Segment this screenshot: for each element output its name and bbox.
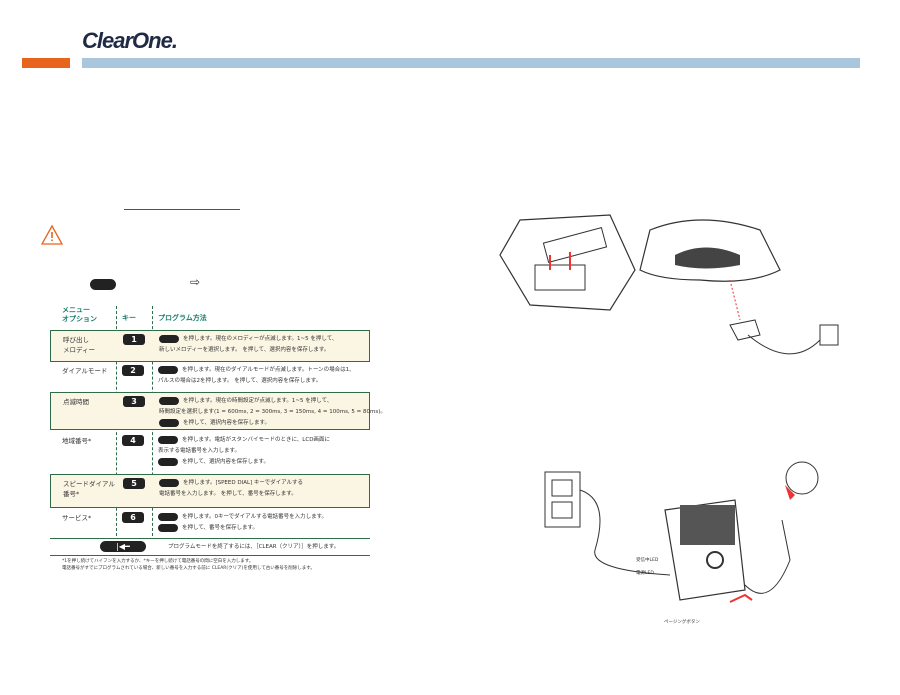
footnote: *1を押し続けてハイフンを入力するか、*キーを押し続けて電話番号の間に空白を入力… — [62, 559, 254, 564]
row-text: 電話番号を入力します。 を押して、番号を保存します。 — [159, 491, 297, 497]
row-text: を押します。0キーでダイアルする電話番号を入力します。 — [182, 514, 328, 520]
row-option: 点滅時間 — [63, 398, 89, 406]
key-button: 6 — [122, 512, 144, 523]
power-led-label: 電源LED — [636, 571, 654, 576]
table-row: スピードダイアル 番号* 5 を押します。[SPEED DIAL] キーでダイア… — [50, 474, 370, 508]
table-row: 点滅時間 3 を押します。現在の時間設定が点滅します。1~5 を押して、時間設定… — [50, 392, 386, 430]
row-text: を押します。現在の時間設定が点滅します。1~5 を押して、 — [183, 398, 333, 404]
program-key-icon — [158, 457, 178, 466]
row-text: 時間設定を選択します(1 = 600ms, 2 = 300ms, 3 = 150… — [159, 409, 386, 415]
row-text: を押して、選択内容を保存します。 — [183, 420, 271, 426]
key-button: 5 — [123, 478, 145, 489]
row-option: サービス* — [62, 514, 92, 522]
row-text: を押します。現在のダイアルモードが点滅します。トーンの場合は1、 — [182, 367, 355, 373]
key-button: 3 — [123, 396, 145, 407]
program-key-icon — [159, 418, 179, 427]
program-key-icon — [159, 478, 179, 487]
program-key-icon — [158, 365, 178, 374]
program-key-icon — [159, 396, 179, 405]
row-option: 呼び出し メロディー — [63, 336, 96, 354]
phone-battery-illustration — [499, 214, 839, 355]
key-button: 4 — [122, 435, 144, 446]
row-text: を押して、番号を保存します。 — [182, 525, 259, 531]
key-button: 1 — [123, 334, 145, 345]
row-option: 地域番号* — [62, 437, 92, 445]
blue-header-bar — [82, 58, 860, 68]
row-text: 新しいメロディーを選択します。 を押して、選択内容を保存します。 — [159, 347, 330, 353]
row-option: スピードダイアル 番号* — [63, 480, 115, 498]
warning-icon — [40, 224, 64, 245]
header-key: キー — [122, 314, 136, 322]
row-text: 表示する電話番号を入力します。 — [158, 448, 240, 454]
orange-accent-bar — [22, 58, 70, 68]
row-option: ダイアルモード — [62, 367, 108, 375]
row-text: パルスの場合は2を押します。 を押して、選択内容を保存します。 — [158, 378, 322, 384]
receiving-led-label: 受信中LED — [636, 558, 659, 563]
header-option: メニュー オプション — [62, 306, 97, 323]
row-text: を押します。[SPEED DIAL] キーでダイアルする — [183, 480, 304, 486]
header-method: プログラム方法 — [158, 314, 207, 322]
table-row: サービス* 6 を押します。0キーでダイアルする電話番号を入力します。を押して、… — [50, 509, 370, 537]
clear-key-icon: |◀━ — [100, 541, 146, 552]
paging-button-label: ページングボタン — [664, 620, 700, 625]
table-row: 地域番号* 4 を押します。電話がスタンバイモードのときに、LCD画面に表示する… — [50, 432, 370, 472]
footnotes: *1を押し続けてハイフンを入力するか、*キーを押し続けて電話番号の間に空白を入力… — [62, 558, 372, 572]
footnote: 電話番号がすでにプログラムされている場合、新しい番号を入力する前に CLEAR(… — [62, 566, 315, 571]
clear-row: |◀━ プログラムモードを終了するには、［CLEAR（クリア）］を押します。 — [50, 538, 370, 556]
row-text: を押します。電話がスタンバイモードのときに、LCD画面に — [182, 437, 330, 443]
row-text: を押して、選択内容を保存します。 — [182, 459, 270, 465]
key-button: 2 — [122, 365, 144, 376]
program-key-icon — [158, 512, 178, 521]
clear-instruction: プログラムモードを終了するには、［CLEAR（クリア）］を押します。 — [168, 544, 340, 550]
link-underline[interactable] — [124, 209, 240, 210]
table-row: ダイアルモード 2 を押します。現在のダイアルモードが点滅します。トーンの場合は… — [50, 362, 370, 392]
enter-arrow-icon: ⇨ — [190, 275, 201, 289]
program-key-icon — [159, 334, 179, 343]
program-key-icon — [90, 279, 116, 290]
program-key-icon — [158, 523, 178, 532]
clearone-logo: ClearOne. — [82, 28, 178, 53]
table-row: 呼び出し メロディー 1 を押します。現在のメロディーが点滅します。1~5 を押… — [50, 330, 370, 362]
row-text: を押します。現在のメロディーが点滅します。1~5 を押して、 — [183, 336, 338, 342]
program-key-icon — [158, 435, 178, 444]
paging-unit-illustration — [544, 461, 819, 603]
